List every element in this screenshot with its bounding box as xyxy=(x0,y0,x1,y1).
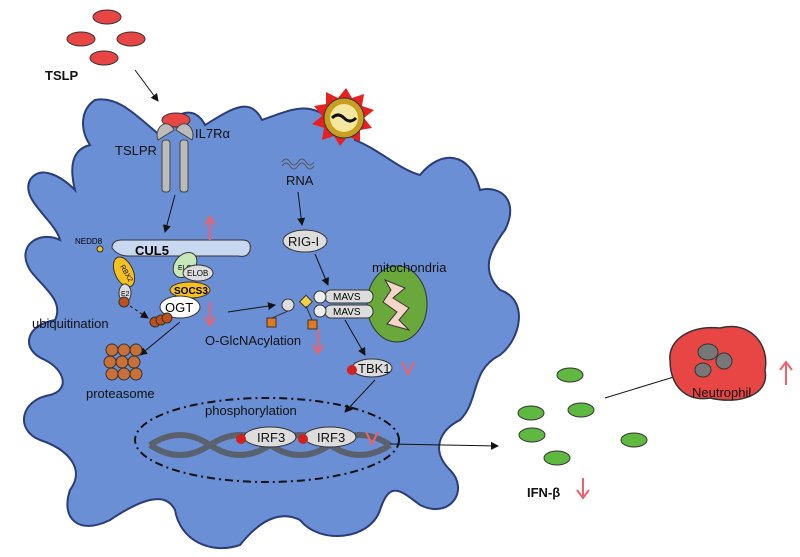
svg-text:IRF3: IRF3 xyxy=(317,430,345,445)
neutrophil-cell: Neutrophil xyxy=(669,325,767,401)
mitochondria-label: mitochondria xyxy=(372,260,447,275)
tslp-receptor xyxy=(156,123,194,193)
nucleus xyxy=(134,397,400,483)
svg-text:Neutrophil: Neutrophil xyxy=(692,385,751,400)
tbk1-protein: TBK1 xyxy=(347,358,393,378)
svg-text:CUL5: CUL5 xyxy=(135,243,169,258)
mitochondrion xyxy=(366,265,428,343)
proteasome-label: proteasome xyxy=(86,386,155,401)
svg-text:TBK1: TBK1 xyxy=(358,361,391,376)
svg-text:MAVS: MAVS xyxy=(333,292,361,303)
ifn-beta-molecules xyxy=(517,367,648,466)
svg-text:IRF3: IRF3 xyxy=(257,430,285,445)
rna-icon xyxy=(281,158,315,170)
tslpr-label: TSLPR xyxy=(115,143,157,158)
svg-text:SOCS3: SOCS3 xyxy=(174,286,208,297)
proteasome-icon xyxy=(103,343,143,381)
virus-icon xyxy=(312,88,374,146)
svg-text:OGT: OGT xyxy=(165,300,193,315)
phosphorylation-label: phosphorylation xyxy=(205,403,297,418)
ubiquitination-label: ubiquitination xyxy=(32,316,109,331)
rna-label: RNA xyxy=(286,173,314,188)
ifn-beta-label: IFN-β xyxy=(527,485,560,500)
glcnac-sugars xyxy=(266,294,318,330)
oglcnacylation-label: O-GlcNAcylation xyxy=(205,333,301,348)
rig-i-protein: RIG-I xyxy=(282,229,328,253)
tslp-label: TSLP xyxy=(45,68,79,83)
irf3-protein: IRF3 xyxy=(236,426,297,448)
mavs-proteins: MAVS MAVS xyxy=(313,289,374,319)
tslp-molecules xyxy=(66,9,191,128)
svg-text:E2: E2 xyxy=(121,291,130,298)
il7ra-label: IL7Rα xyxy=(195,126,230,141)
cul5-complex: NEDD8 CUL5 RBX2 E2 ELOC ELOB SOCS3 OGT xyxy=(75,237,251,328)
svg-text:NEDD8: NEDD8 xyxy=(75,237,103,246)
svg-text:ELOB: ELOB xyxy=(187,269,208,278)
irf3-protein: IRF3 xyxy=(298,426,357,448)
svg-text:MAVS: MAVS xyxy=(333,307,361,318)
svg-text:RIG-I: RIG-I xyxy=(288,234,319,249)
